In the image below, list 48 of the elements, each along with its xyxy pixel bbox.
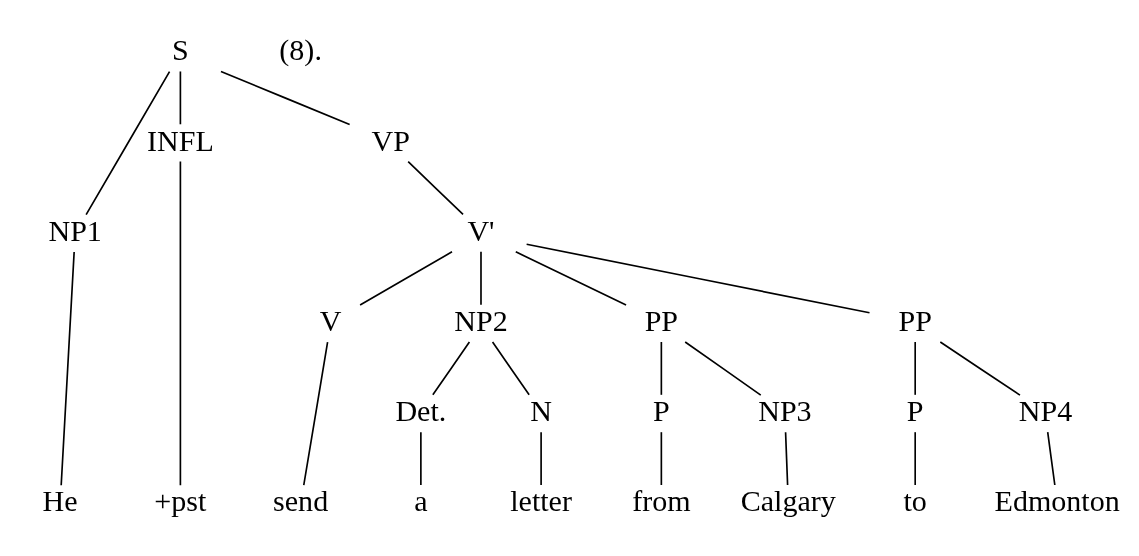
node-text: Edmonton	[994, 483, 1120, 518]
connector	[179, 70, 182, 125]
node-text: S	[172, 32, 189, 67]
node-text: PP	[644, 303, 679, 338]
connector	[432, 340, 471, 396]
node-text: send	[273, 483, 329, 518]
node-text: Calgary	[740, 483, 836, 518]
node-text: Det.	[395, 393, 447, 428]
connector	[525, 242, 871, 314]
connector	[420, 430, 422, 486]
node-text: P	[906, 393, 924, 428]
node-text: V'	[467, 213, 495, 248]
connector	[359, 250, 453, 306]
node-text: INFL	[147, 123, 214, 158]
node-text: a	[414, 483, 428, 518]
connector	[939, 340, 1021, 396]
connector	[85, 70, 171, 215]
connector	[60, 250, 75, 486]
connector	[407, 160, 464, 215]
connector	[540, 430, 542, 486]
node-text: He	[42, 483, 78, 518]
node-text: NP1	[48, 213, 102, 248]
node-text: N	[530, 393, 552, 428]
node-text: letter	[510, 483, 572, 518]
node-text: from	[632, 483, 691, 518]
connector	[1046, 430, 1056, 486]
connector	[684, 340, 762, 396]
node-text: P	[652, 393, 670, 428]
node-text: PP	[898, 303, 932, 338]
connector	[914, 340, 917, 396]
node-text: V	[319, 303, 342, 338]
node-text: NP3	[758, 393, 812, 428]
connector	[514, 250, 627, 306]
node-text: +pst	[154, 483, 207, 518]
node-text: NP2	[454, 303, 508, 338]
node-text: NP4	[1018, 393, 1073, 428]
connector	[220, 70, 351, 125]
label: (8).	[279, 32, 322, 67]
connector	[491, 340, 530, 396]
connector	[179, 160, 182, 486]
node-text: VP	[371, 123, 411, 158]
connector	[784, 430, 789, 486]
connector	[914, 430, 917, 486]
connector	[302, 340, 329, 486]
connector	[660, 340, 663, 396]
node-text: to	[903, 483, 927, 518]
connector	[660, 430, 663, 486]
connector	[480, 250, 482, 305]
